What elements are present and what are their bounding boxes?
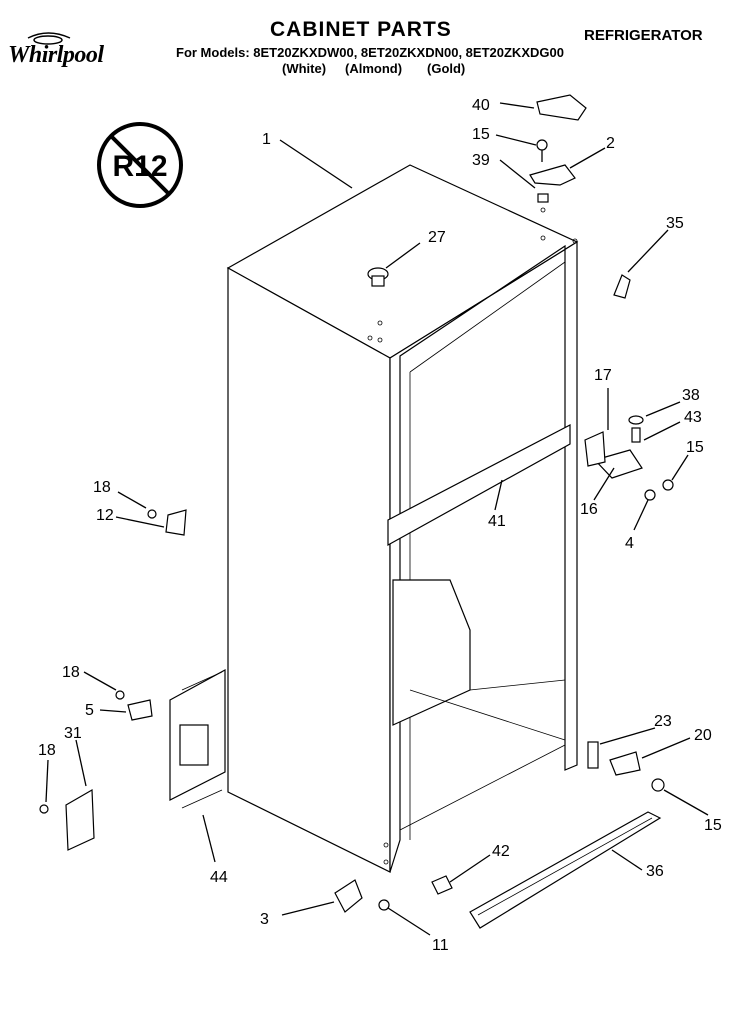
callout-2: 2	[606, 135, 615, 152]
callout-3: 3	[260, 911, 269, 928]
part-38-43-hinge-pin	[628, 415, 644, 443]
part-36-grille	[469, 811, 662, 929]
callout-43: 43	[684, 409, 702, 426]
callout-41: 41	[488, 513, 506, 530]
part-2-top-hinge	[529, 164, 576, 186]
callout-1: 1	[262, 131, 271, 148]
part-3-roller	[334, 879, 363, 913]
model-numbers: For Models: 8ET20ZKXDW00, 8ET20ZKXDN00, …	[176, 45, 564, 60]
callout-40: 40	[472, 97, 490, 114]
part-44-side-plate	[169, 668, 226, 809]
part-15-screw-top	[536, 139, 548, 162]
callout-4: 4	[625, 535, 634, 552]
color-gold: (Gold)	[427, 61, 466, 76]
callout-39: 39	[472, 152, 490, 169]
part-40-hinge-cover	[536, 94, 587, 121]
part-11-screw	[378, 899, 390, 911]
callout-5: 5	[85, 702, 94, 719]
callout-18-upper: 18	[93, 479, 111, 496]
part-27-plug	[367, 267, 389, 287]
callout-31: 31	[64, 725, 82, 742]
seal-text: R12	[112, 150, 167, 183]
callout-18-lower: 18	[38, 742, 56, 759]
part-35-trim	[613, 274, 631, 299]
callout-42: 42	[492, 843, 510, 860]
part-16-center-hinge	[584, 431, 643, 479]
callout-numbers: 1 2 3 4 5 11 12 15 15 15 15 16 17 18 18 …	[38, 97, 722, 954]
callout-11: 11	[432, 937, 449, 954]
callout-12: 12	[96, 507, 114, 524]
callout-15-mid: 15	[686, 439, 704, 456]
brand-logo-text: Whirlpool	[8, 42, 104, 68]
callout-35: 35	[666, 215, 684, 232]
part-31-cover	[39, 788, 95, 851]
callout-23: 23	[654, 713, 672, 730]
callout-44: 44	[210, 869, 228, 886]
part-15-screw-bottom	[651, 778, 665, 792]
color-white: (White)	[282, 61, 327, 76]
callout-15-bottom: 15	[704, 817, 722, 834]
callout-27: 27	[428, 229, 446, 246]
part-12-door-stop	[147, 509, 187, 536]
callout-17: 17	[594, 367, 612, 384]
r12-seal: R12	[97, 122, 183, 208]
refrigerator-cabinet	[226, 164, 579, 873]
appliance-category: REFRIGERATOR	[584, 27, 703, 44]
callout-38: 38	[682, 387, 700, 404]
part-42-clip	[431, 875, 453, 895]
color-almond: (Almond)	[345, 61, 403, 76]
callout-18-middle: 18	[62, 664, 80, 681]
leader-lines	[45, 102, 709, 936]
callout-15-top: 15	[472, 126, 490, 143]
callout-20: 20	[694, 727, 712, 744]
part-15-screw-mid	[644, 479, 674, 501]
whirlpool-logo	[8, 30, 158, 75]
part-20-23-bottom-hinge	[587, 741, 641, 776]
part-39-spacer	[537, 193, 549, 203]
part-5-bottom-hinge-bracket	[115, 690, 153, 721]
callout-36: 36	[646, 863, 664, 880]
callout-16: 16	[580, 501, 598, 518]
page-title: CABINET PARTS	[270, 18, 452, 41]
